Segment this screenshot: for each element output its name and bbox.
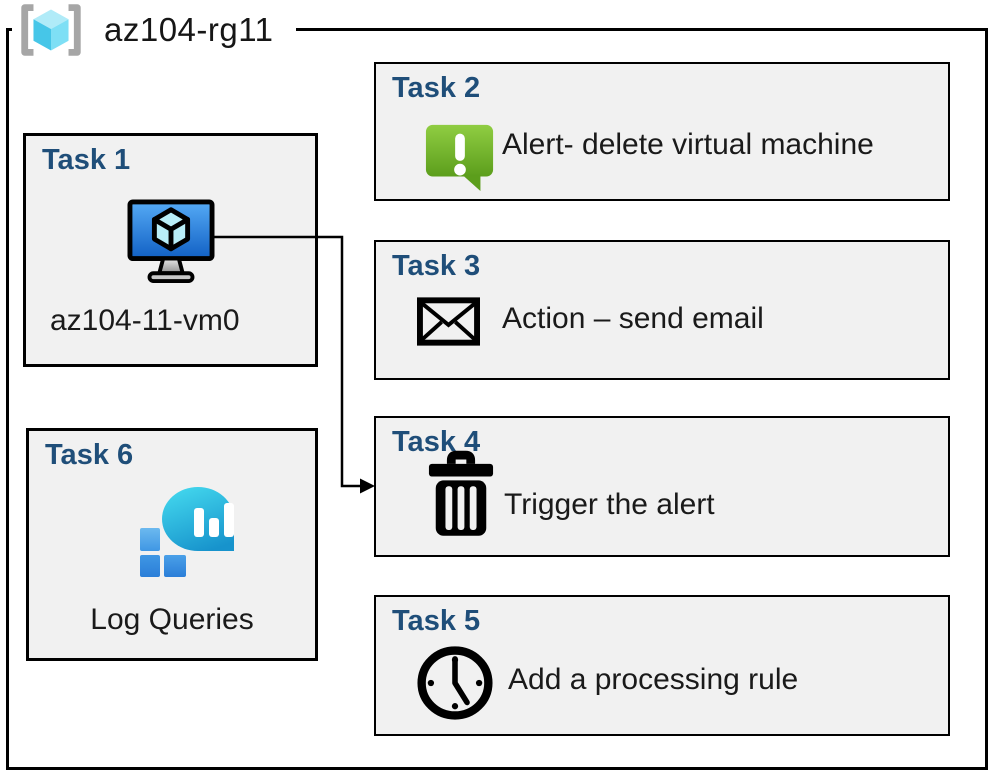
task-5-header: Task 5 <box>392 605 481 637</box>
task-1-label: az104-11-vm0 <box>50 304 240 337</box>
task-box-6: Task 6 Log Queries <box>26 428 318 661</box>
resource-group-title: az104-rg11 <box>104 11 274 48</box>
clock-icon <box>417 646 493 720</box>
log-analytics-icon <box>140 487 236 577</box>
task-3-header: Task 3 <box>392 250 481 282</box>
task-4-label: Trigger the alert <box>504 488 715 521</box>
task-box-4: Task 4 Trigger the alert <box>374 416 950 557</box>
task-5-label: Add a processing rule <box>508 663 799 696</box>
task-box-1: Task 1 az104-11-vm0 <box>23 133 318 367</box>
task-3-label: Action – send email <box>502 302 764 335</box>
resource-group-header: az104-rg11 <box>12 2 296 58</box>
resource-group-icon <box>21 4 81 56</box>
email-icon <box>417 297 480 346</box>
task-box-3: Task 3 Action – send email <box>374 240 950 380</box>
task-box-5: Task 5 Add a processing rule <box>374 595 950 736</box>
virtual-machine-icon <box>127 199 214 284</box>
task-1-header: Task 1 <box>42 144 131 176</box>
task-6-header: Task 6 <box>45 439 134 471</box>
trash-icon <box>428 450 494 536</box>
task-6-label: Log Queries <box>90 603 254 636</box>
task-2-header: Task 2 <box>392 72 481 104</box>
task-box-2: Task 2 Alert- delete virtual machine <box>374 62 950 201</box>
task-2-label: Alert- delete virtual machine <box>502 128 874 161</box>
alert-icon <box>425 124 494 192</box>
